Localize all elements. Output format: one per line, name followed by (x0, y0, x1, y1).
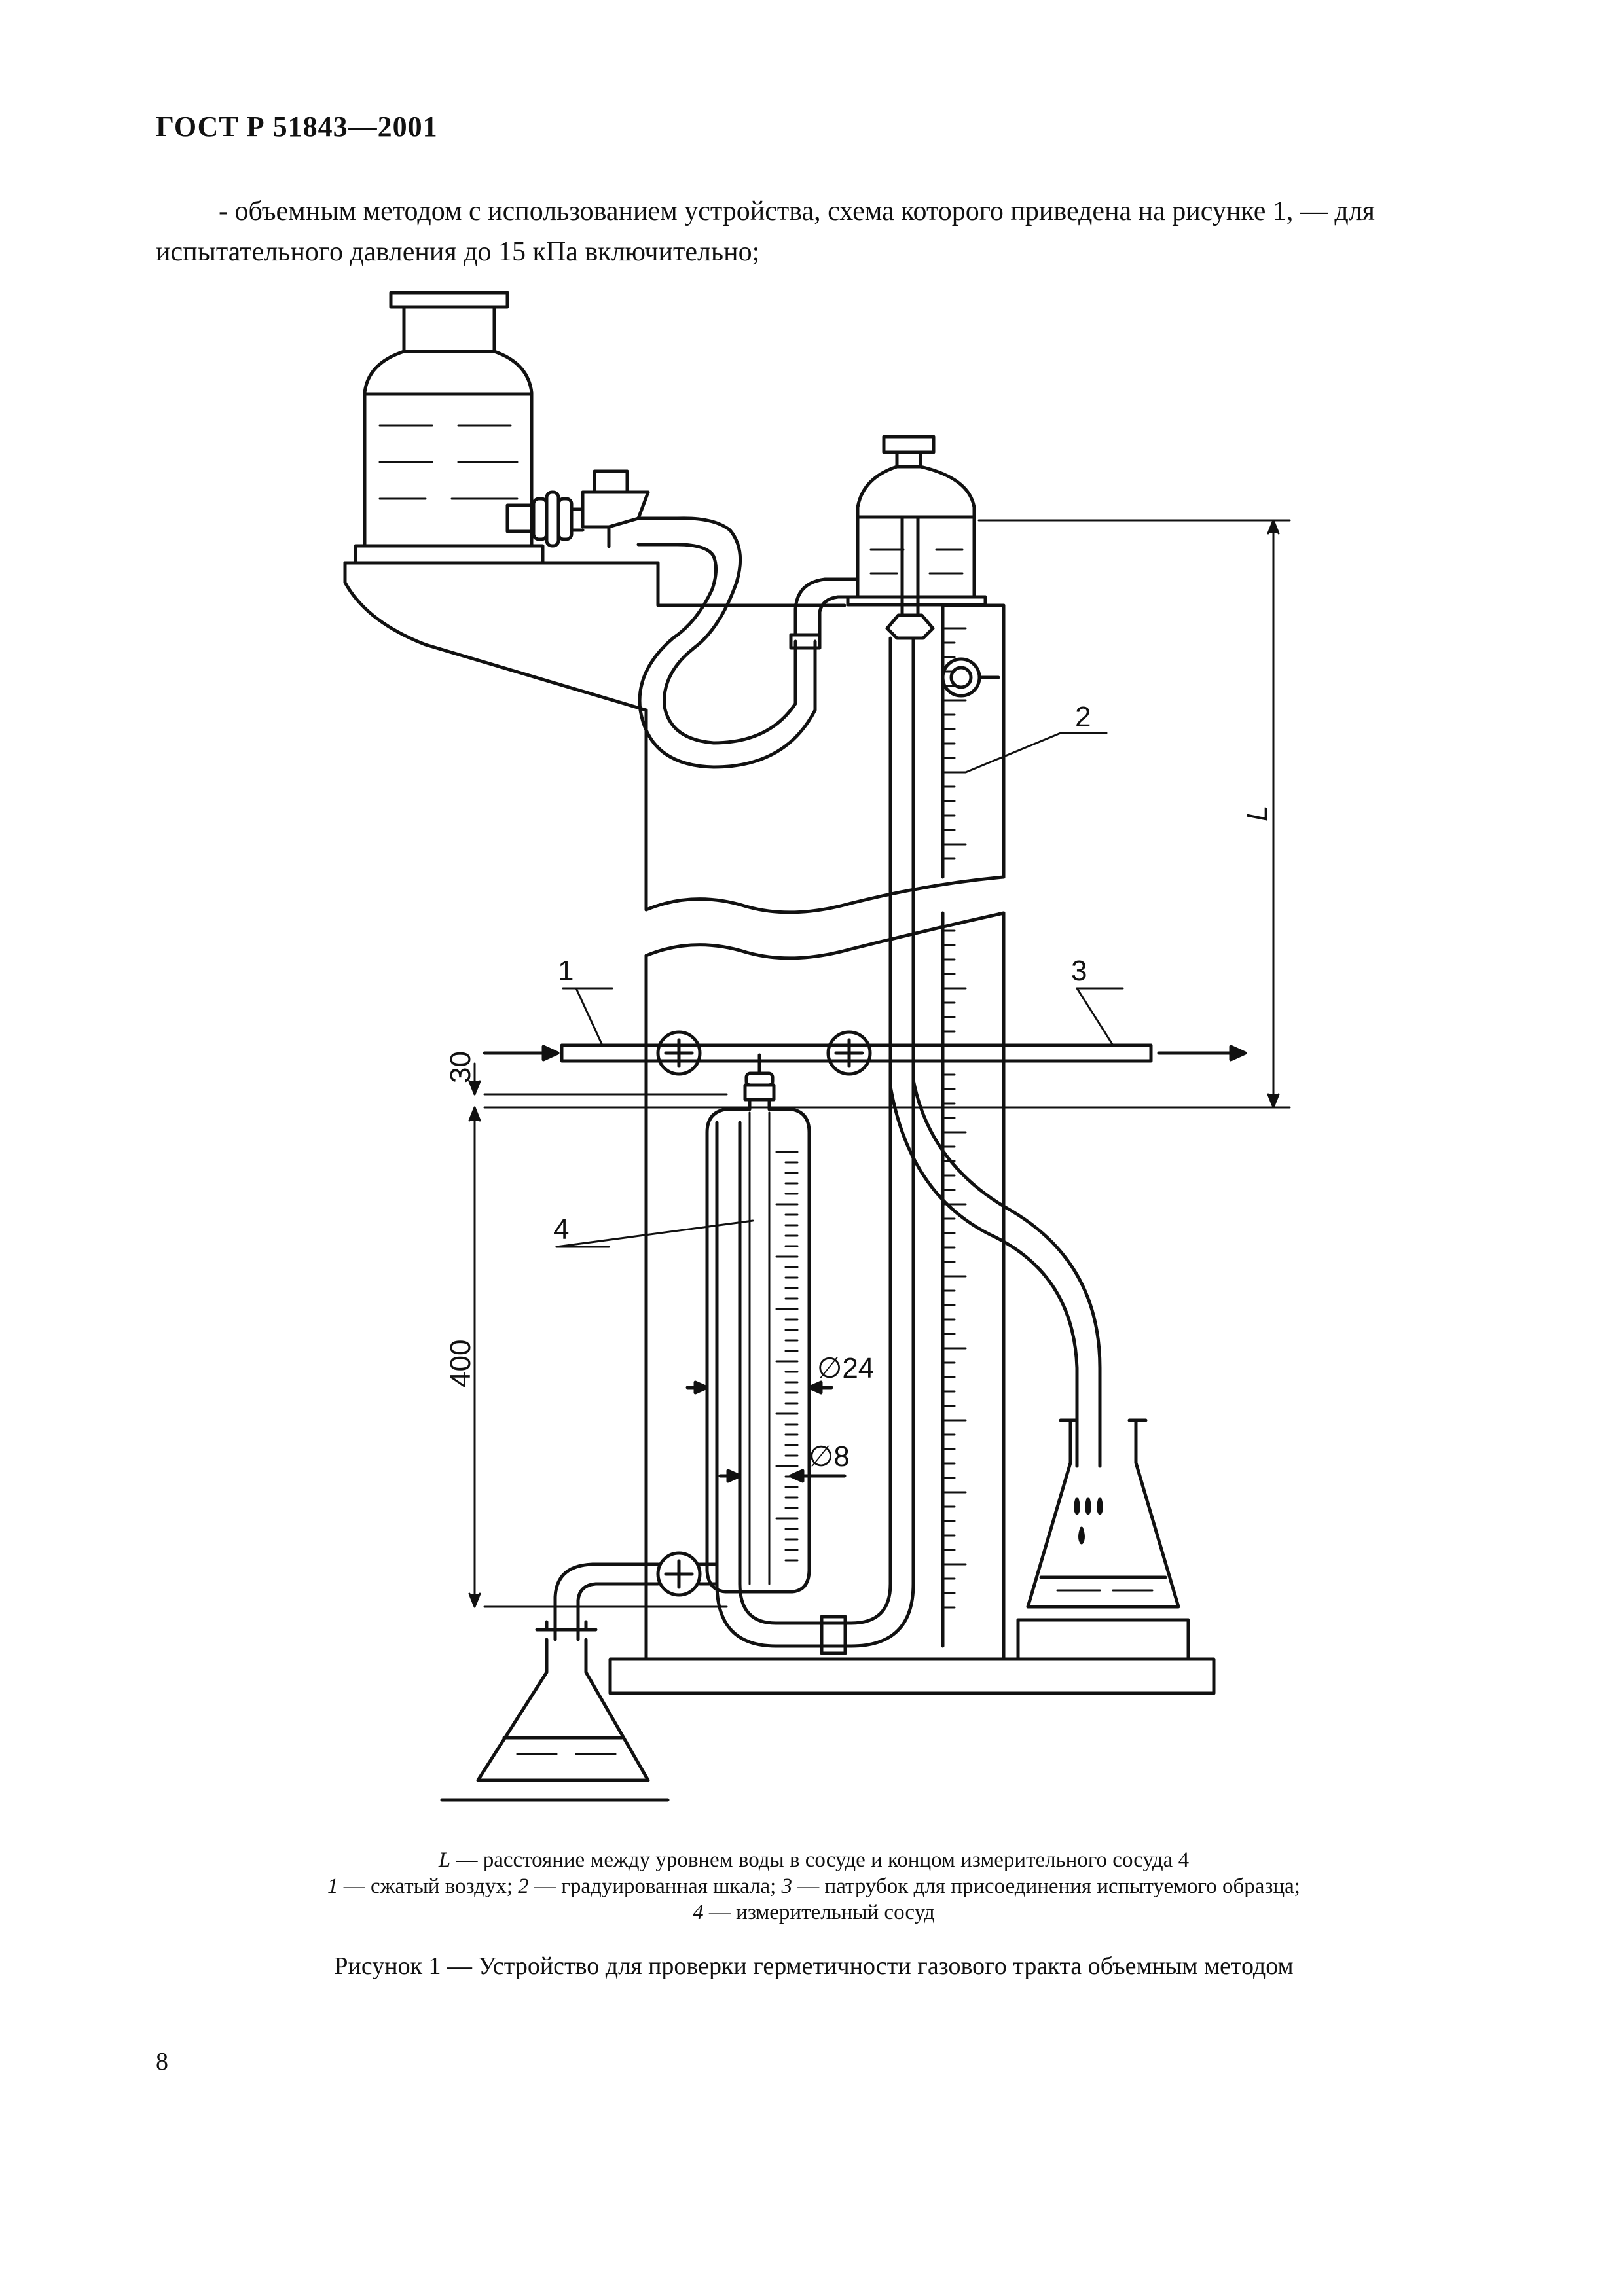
air-line (483, 1030, 1247, 1076)
graduated-scale-board (941, 603, 1006, 1661)
legend-text-3: — патрубок для присоединения испытуемого… (792, 1874, 1300, 1898)
legend-num-3: 3 (781, 1874, 793, 1898)
legend-line-2: 1 — сжатый воздух; 2 — градуированная шк… (156, 1873, 1472, 1899)
left-flask (440, 1551, 719, 1802)
break-lines (644, 875, 1006, 960)
label-diameter-8: ∅8 (809, 1441, 850, 1473)
document-header: ГОСТ Р 51843—2001 (156, 111, 438, 143)
label-dimension-400: 400 (445, 1340, 477, 1388)
reservoir-valve (505, 469, 680, 548)
label-dimension-30: 30 (445, 1051, 477, 1083)
figure-caption: Рисунок 1 — Устройство для проверки герм… (334, 1952, 1294, 1980)
label-item-2: 2 (1075, 701, 1091, 733)
flexible-hose-lower (888, 1078, 1102, 1468)
paragraph-text: - объемным методом с использованием устр… (156, 196, 1375, 267)
body-paragraph: - объемным методом с использованием устр… (156, 191, 1472, 272)
top-water-vessel (846, 435, 987, 640)
measuring-vessel (685, 1053, 847, 1594)
legend-num-4: 4 (693, 1901, 704, 1924)
label-item-4: 4 (553, 1213, 569, 1246)
flexible-hose-upper (638, 516, 860, 769)
legend-line-1: L — расстояние между уровнем воды в сосу… (156, 1847, 1472, 1873)
label-item-1: 1 (558, 955, 574, 987)
legend-line-3: 4 — измерительный сосуд (156, 1899, 1472, 1926)
right-flask (1016, 1418, 1190, 1661)
label-item-3: 3 (1071, 955, 1087, 987)
legend-text-2: — градуированная шкала; (528, 1874, 782, 1898)
legend-symbol-L: L (438, 1848, 451, 1872)
base-plate (608, 1636, 1216, 1695)
label-dimension-L: L (1241, 806, 1273, 821)
leader-lines (555, 732, 1124, 1248)
legend-text-4: — измерительный сосуд (703, 1901, 935, 1924)
upper-reservoir-bottle (354, 291, 545, 565)
legend-num-1: 1 (327, 1874, 338, 1898)
legend-text-1: — сжатый воздух; (338, 1874, 519, 1898)
label-diameter-24: ∅24 (817, 1352, 874, 1384)
legend-text-L: — расстояние между уровнем воды в сосуде… (450, 1848, 1190, 1872)
dimension-lines (468, 519, 1291, 1608)
page-number: 8 (156, 2048, 168, 2075)
legend-num-2: 2 (518, 1874, 529, 1898)
upper-bench (343, 561, 847, 1661)
measuring-u-tube (715, 636, 915, 1655)
